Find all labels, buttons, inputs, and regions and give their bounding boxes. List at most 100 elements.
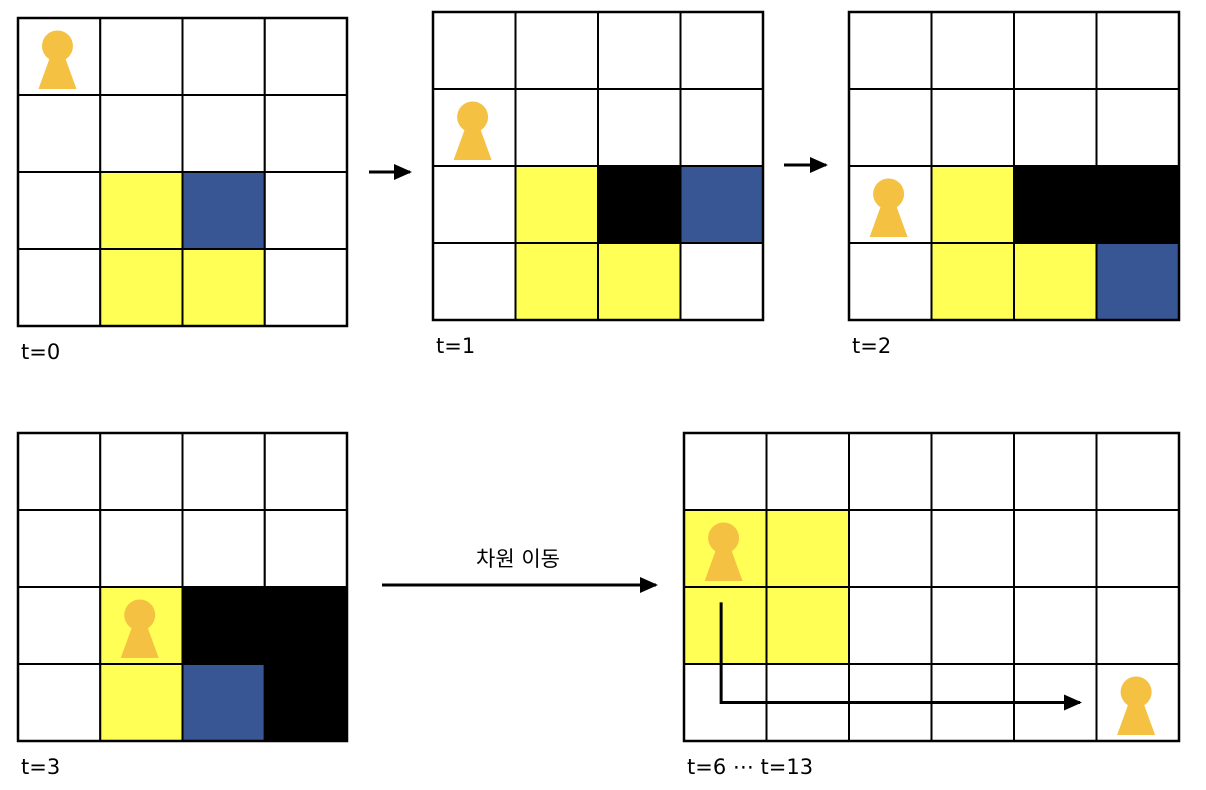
grid-cell — [848, 509, 933, 588]
time-label: t=2 — [852, 334, 891, 358]
grid-cell — [99, 663, 184, 742]
grid-cell — [1095, 586, 1180, 665]
pawn-icon — [869, 178, 908, 237]
path-arrow — [719, 602, 1082, 711]
grid-cell — [181, 432, 266, 511]
grid-cell — [17, 586, 102, 665]
grid-cell — [597, 242, 682, 321]
grid-cell — [848, 432, 933, 511]
grid-cell — [17, 663, 102, 742]
grid-cell — [181, 663, 266, 742]
pawn-icon — [704, 522, 743, 581]
grid-cell — [1013, 242, 1098, 321]
grid-cell — [181, 586, 266, 665]
grid-cell — [683, 432, 768, 511]
grid-border — [16, 16, 349, 328]
grid-border — [847, 10, 1181, 322]
grid-cell — [597, 11, 682, 90]
grid-cell — [263, 432, 348, 511]
grid-border — [16, 431, 349, 743]
grid-cell — [679, 88, 764, 167]
grid-t1: t=1 — [431, 10, 765, 358]
time-label: t=0 — [21, 340, 60, 364]
grid-cell — [1013, 432, 1098, 511]
grid-cell — [848, 586, 933, 665]
pawn-icon — [38, 30, 77, 89]
grid-cell — [181, 171, 266, 250]
grid-cell — [514, 11, 599, 90]
grid-cell — [848, 242, 933, 321]
grid-cell — [1013, 586, 1098, 665]
grid-cell — [683, 586, 768, 665]
grid-cell — [930, 586, 1015, 665]
grid-cell — [1095, 432, 1180, 511]
grid-cell — [848, 88, 933, 167]
grid-cell — [181, 509, 266, 588]
time-label: t=3 — [21, 755, 60, 779]
grid-cell — [432, 165, 517, 244]
grid-cell — [99, 17, 184, 96]
grid-cell — [930, 509, 1015, 588]
grid-cell — [99, 171, 184, 250]
grid-cell — [765, 509, 850, 588]
grid-cell — [930, 11, 1015, 90]
grid-cell — [99, 432, 184, 511]
grid-t0: t=0 — [16, 16, 349, 364]
grid-cell — [679, 11, 764, 90]
grid-cell — [17, 171, 102, 250]
grid-cell — [765, 432, 850, 511]
grid-cell — [263, 171, 348, 250]
grid-cell — [1013, 88, 1098, 167]
grid-cell — [181, 248, 266, 327]
grid-cell — [263, 586, 348, 665]
grid-cell — [1013, 165, 1098, 244]
grid-cell — [1095, 242, 1180, 321]
grid-cell — [930, 88, 1015, 167]
grid-cell — [597, 165, 682, 244]
grid-cell — [432, 11, 517, 90]
grid-cell — [181, 17, 266, 96]
grid-cell — [930, 242, 1015, 321]
grid-cell — [514, 88, 599, 167]
pawn-icon — [120, 599, 159, 658]
grid-cell — [765, 586, 850, 665]
grid-cell — [181, 94, 266, 173]
grid-cell — [17, 94, 102, 173]
grid-cell — [1013, 509, 1098, 588]
grid-cell — [17, 509, 102, 588]
grid-cell — [1095, 88, 1180, 167]
grid-cell — [1095, 11, 1180, 90]
grid-cell — [1013, 11, 1098, 90]
pawn-icon — [453, 101, 492, 160]
grid-cell — [17, 432, 102, 511]
grid-cell — [514, 165, 599, 244]
grid-cell — [263, 663, 348, 742]
dimension-shift-label: 차원 이동 — [476, 547, 560, 571]
grid-border — [682, 431, 1181, 743]
grid-cell — [930, 432, 1015, 511]
grid-cell — [597, 88, 682, 167]
grid-t2: t=2 — [847, 10, 1181, 358]
grid-cell — [432, 242, 517, 321]
grid-t4: t=6 ⋯ t=13 — [682, 431, 1181, 779]
grid-cell — [263, 248, 348, 327]
grid-t3: t=3 — [16, 431, 349, 779]
grid-cell — [1095, 509, 1180, 588]
grid-cell — [263, 509, 348, 588]
grid-cell — [99, 94, 184, 173]
grid-cell — [263, 17, 348, 96]
time-label: t=6 ⋯ t=13 — [687, 755, 813, 779]
grid-border — [431, 10, 765, 322]
grid-cell — [99, 248, 184, 327]
time-label: t=1 — [436, 334, 475, 358]
pawn-icon — [1117, 676, 1156, 735]
grid-cell — [263, 94, 348, 173]
grid-cell — [679, 165, 764, 244]
grid-cell — [514, 242, 599, 321]
grid-cell — [848, 11, 933, 90]
grid-cell — [930, 165, 1015, 244]
grid-cell — [99, 509, 184, 588]
grid-cell — [1095, 165, 1180, 244]
grid-cell — [17, 248, 102, 327]
